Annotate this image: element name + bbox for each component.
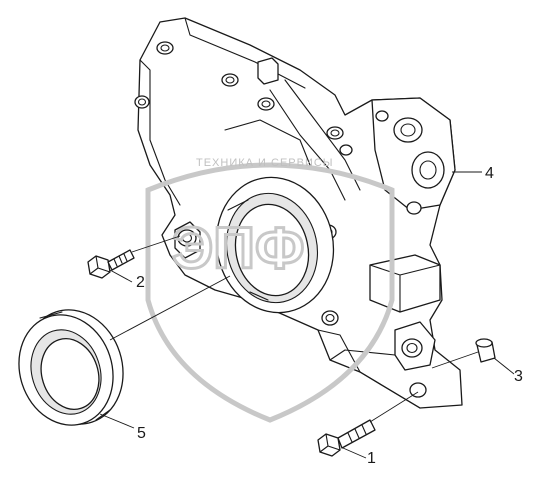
callout-2: 2 xyxy=(136,274,145,291)
bolt-part-1 xyxy=(317,419,376,457)
seal-ring-part-5 xyxy=(18,309,124,426)
leader-line-3 xyxy=(493,357,515,375)
leader-lines xyxy=(99,171,515,459)
bolt-part-2 xyxy=(87,249,135,279)
dowel-part-3 xyxy=(475,338,496,363)
leader-line-5 xyxy=(99,413,135,429)
watermark-text: ТЕХНИКА И СЕРВИСЫ xyxy=(196,157,334,169)
callouts: 1 2 3 4 5 xyxy=(136,165,523,467)
leader-line-2-extension xyxy=(131,235,181,253)
leader-line-3-extension xyxy=(431,351,479,369)
watermark: ТЕХНИКА И СЕРВИСЫ ЭПФ xyxy=(145,157,395,423)
leader-line-2 xyxy=(109,269,133,283)
watermark-logo: ЭПФ xyxy=(172,216,304,281)
leader-line-1-extension xyxy=(369,391,419,423)
leader-line-1 xyxy=(342,447,367,459)
callout-3: 3 xyxy=(514,368,523,385)
callout-1: 1 xyxy=(367,450,376,467)
front-cover-housing xyxy=(134,17,463,409)
callout-5: 5 xyxy=(137,425,146,442)
callout-4: 4 xyxy=(485,165,494,182)
leader-line-5-extension xyxy=(109,275,231,341)
